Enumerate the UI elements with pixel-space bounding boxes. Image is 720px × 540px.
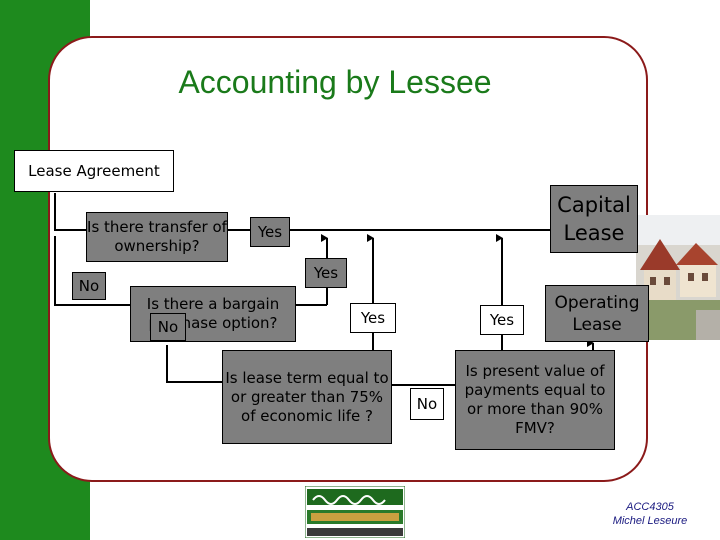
present-value-box: Is present value of payments equal to or…	[455, 350, 615, 450]
yes-text: Yes	[360, 308, 386, 327]
slide-title: Accounting by Lessee	[178, 64, 492, 100]
yes-text: Yes	[313, 263, 339, 282]
no-text: No	[416, 394, 438, 413]
lease-term-label: Is lease term equal to or greater than 7…	[225, 368, 389, 425]
capital-lease-box: Capital Lease	[550, 185, 638, 253]
yes-text: Yes	[489, 310, 515, 329]
yes-label-term: Yes	[350, 303, 396, 333]
yes-text: Yes	[257, 222, 283, 241]
present-value-label: Is present value of payments equal to or…	[464, 362, 606, 437]
transfer-ownership-label: Is there transfer of ownership?	[87, 218, 227, 255]
yes-label-bargain: Yes	[305, 258, 347, 288]
no-label-term: No	[410, 388, 444, 420]
yes-label-pv: Yes	[480, 305, 524, 335]
no-text: No	[78, 276, 100, 295]
university-logo	[305, 486, 405, 538]
course-code: ACC4305	[626, 501, 674, 513]
transfer-ownership-box: Is there transfer of ownership?	[86, 212, 228, 262]
no-text: No	[157, 317, 179, 336]
operating-lease-box: Operating Lease	[545, 285, 649, 342]
capital-lease-label: Capital Lease	[557, 193, 631, 245]
no-label-transfer: No	[72, 272, 106, 300]
no-label-bargain: No	[150, 313, 186, 341]
credit-text: ACC4305 Michel Leseure	[600, 500, 700, 528]
lease-agreement-box: Lease Agreement	[14, 150, 174, 192]
author-name: Michel Leseure	[612, 515, 688, 527]
lease-term-box: Is lease term equal to or greater than 7…	[222, 350, 392, 444]
yes-label-transfer: Yes	[250, 217, 290, 247]
houses-photo	[636, 215, 720, 340]
operating-lease-label: Operating Lease	[554, 292, 640, 335]
lease-agreement-label: Lease Agreement	[28, 161, 160, 180]
